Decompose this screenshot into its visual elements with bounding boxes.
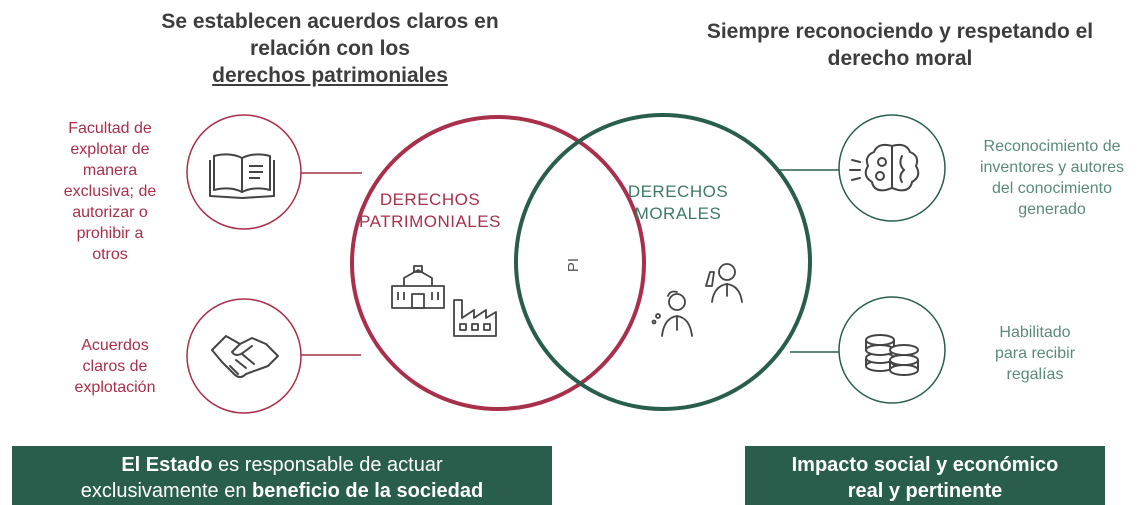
moral-label: DERECHOS MORALES (608, 181, 748, 225)
left-heading: Se establecen acuerdos claros en relació… (120, 8, 540, 89)
left-item-1-line: prohibir a (76, 225, 144, 242)
left-item-1-line: explotar de (70, 141, 150, 158)
left-item-2-text: Acuerdos claros de explotación (50, 335, 180, 398)
left-item-2-line: claros de (82, 358, 148, 375)
right-item-1-line: inventores y autores (979, 159, 1125, 176)
left-banner: El Estado es responsable de actuar exclu… (12, 446, 552, 505)
moral-circle (514, 113, 812, 411)
left-item-1-line: Facultad de (68, 120, 152, 137)
scientists-icon (651, 263, 743, 337)
left-banner-text1: es responsable de actuar (212, 454, 443, 476)
right-heading-line1: Siempre reconociendo y respetando el (706, 20, 1094, 43)
factory-icon (453, 299, 497, 337)
book-icon (209, 153, 275, 199)
patrimonial-label-line1: DERECHOS (379, 190, 481, 209)
left-item-1-line: exclusiva; de (63, 183, 157, 200)
left-item-2-line: explotación (74, 379, 156, 396)
right-heading-line2: derecho moral (827, 47, 973, 70)
patrimonial-circle (350, 115, 646, 411)
intersection-label: PI (565, 257, 582, 273)
right-item-1-line: del conocimiento (991, 180, 1113, 197)
right-item-1-line: Reconocimiento de (983, 138, 1121, 155)
left-heading-line2: relación con los (250, 37, 410, 60)
right-heading: Siempre reconociendo y respetando el der… (650, 18, 1148, 72)
moral-label-line2: MORALES (634, 204, 722, 223)
right-item-2-line: para recibir (994, 345, 1076, 362)
left-banner-bold1: El Estado (121, 454, 213, 476)
left-item-1-line: autorizar o (72, 204, 148, 221)
right-item-1-line: generado (1018, 201, 1086, 218)
left-heading-line3: derechos patrimoniales (212, 64, 448, 87)
left-banner-line1: El Estado es responsable de actuar (12, 452, 552, 478)
right-banner-line1: Impacto social y económico (791, 454, 1059, 476)
left-banner-line2: exclusivamente en beneficio de la socied… (12, 478, 552, 504)
coins-icon (865, 334, 919, 376)
right-item-2-text: Habilitado para recibir regalías (960, 322, 1110, 385)
handshake-icon (211, 335, 279, 378)
right-item-1-text: Reconocimiento de inventores y autores d… (958, 136, 1146, 220)
building-icon (391, 265, 445, 309)
left-item-1-text: Facultad de explotar de manera exclusiva… (40, 118, 180, 265)
right-banner-line2: real y pertinente (847, 480, 1003, 502)
book-icon-circle (186, 114, 302, 230)
right-banner: Impacto social y económico real y pertin… (745, 446, 1105, 505)
brain-icon (849, 143, 920, 192)
left-item-1-line: otros (92, 246, 128, 263)
left-item-2-line: Acuerdos (81, 337, 149, 354)
left-banner-bold2: beneficio de la sociedad (252, 480, 484, 502)
right-item-2-line: regalías (1006, 366, 1064, 383)
patrimonial-label-line2: PATRIMONIALES (359, 212, 501, 231)
left-banner-text2: exclusivamente en (80, 480, 252, 502)
left-heading-line1: Se establecen acuerdos claros en (161, 10, 499, 33)
right-item-2-line: Habilitado (999, 324, 1071, 341)
patrimonial-label: DERECHOS PATRIMONIALES (340, 189, 520, 233)
left-item-1-line: manera (82, 162, 138, 179)
moral-label-line1: DERECHOS (627, 182, 729, 201)
